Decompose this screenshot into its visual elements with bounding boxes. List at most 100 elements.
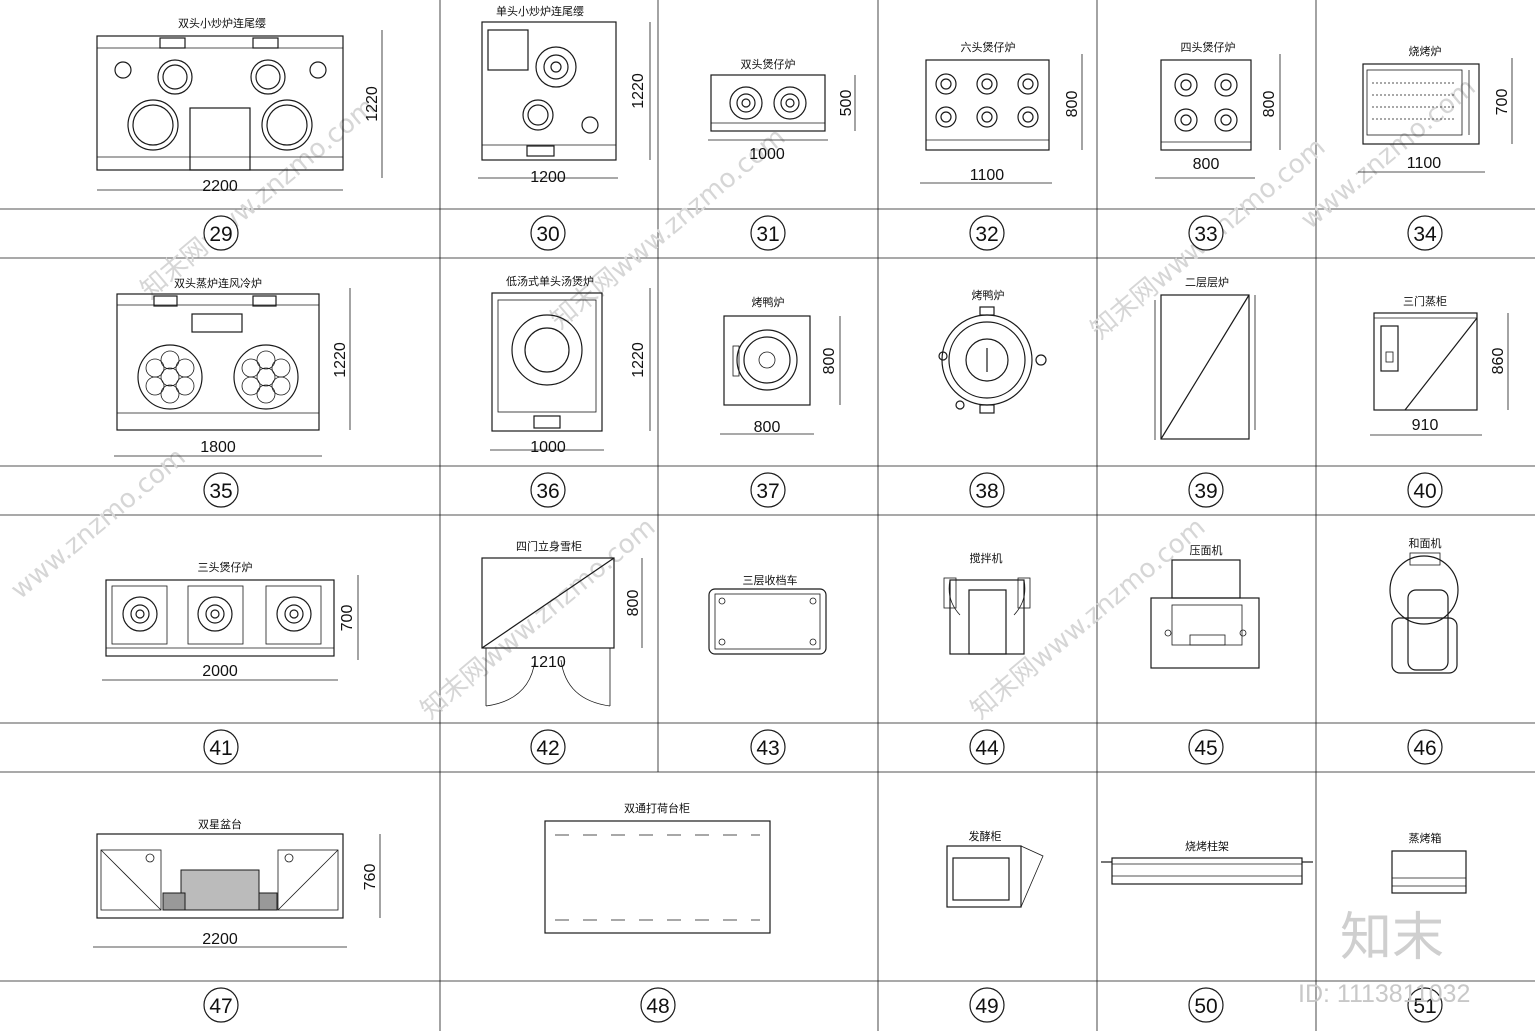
svg-text:35: 35 [209, 480, 232, 503]
item-number-43: 43 [750, 729, 786, 765]
fixture-title: 四头煲仔炉 [1181, 41, 1236, 54]
dim-width: 1210 [530, 654, 566, 671]
dim-height: 860 [1490, 348, 1507, 375]
fixture-31: 双头煲仔炉 1000 500 [708, 58, 856, 163]
fixture-title: 蒸烤箱 [1409, 831, 1442, 845]
dim-width: 2200 [202, 931, 238, 948]
fixture-30: 单头小炒炉连尾缨 1200 1220 [478, 5, 651, 186]
fixture-37: 烤鸭炉 800 800 [720, 295, 841, 436]
dim-width: 2000 [202, 663, 238, 680]
svg-text:45: 45 [1194, 737, 1217, 760]
item-number-38: 38 [969, 472, 1005, 508]
watermark-brand: 知末 [1340, 908, 1444, 968]
fixture-title: 烧烤柱架 [1185, 839, 1229, 853]
dim-height: 800 [821, 348, 838, 375]
item-number-30: 30 [530, 215, 566, 251]
item-number-29: 29 [203, 215, 239, 251]
svg-text:37: 37 [756, 480, 779, 503]
dim-width: 1000 [530, 439, 566, 456]
fixture-48: 双通打荷台柜 [544, 801, 771, 934]
fixture-45: 压面机 [1150, 543, 1260, 669]
item-number-44: 44 [969, 729, 1005, 765]
svg-text:49: 49 [975, 995, 998, 1018]
fixture-title: 压面机 [1190, 543, 1223, 557]
dim-width: 1200 [530, 169, 566, 186]
fixture-title: 二层层炉 [1185, 276, 1229, 289]
item-number-35: 35 [203, 472, 239, 508]
svg-text:44: 44 [975, 737, 999, 760]
fixture-title: 低汤式单头汤煲炉 [506, 274, 594, 288]
svg-text:31: 31 [756, 223, 779, 246]
dim-width: 2200 [202, 178, 238, 195]
fixture-title: 三门蒸柜 [1403, 294, 1447, 308]
item-number-33: 33 [1188, 215, 1224, 251]
fixture-title: 双头蒸炉连风冷炉 [174, 277, 262, 290]
item-number-32: 32 [969, 215, 1005, 251]
svg-text:39: 39 [1194, 480, 1217, 503]
svg-text:30: 30 [536, 223, 559, 246]
fixture-51: 蒸烤箱 [1391, 831, 1467, 894]
fixture-34: 烧烤炉 1100 700 [1358, 44, 1513, 173]
item-number-42: 42 [530, 729, 566, 765]
watermark-text: 知末网www.znzmo.com [965, 512, 1211, 725]
svg-text:47: 47 [209, 995, 232, 1018]
fixture-title: 三层收档车 [743, 573, 798, 587]
svg-text:41: 41 [209, 737, 232, 760]
svg-text:42: 42 [536, 737, 559, 760]
fixture-title: 烤鸭炉 [752, 295, 785, 309]
fixture-35: 双头蒸炉连风冷炉 1800 1220 [114, 277, 351, 457]
dim-height: 800 [625, 590, 642, 617]
dim-width: 800 [1193, 156, 1220, 173]
svg-text:40: 40 [1413, 480, 1436, 503]
dim-height: 760 [362, 864, 379, 891]
item-number-47: 47 [203, 987, 239, 1023]
fixture-43: 三层收档车 [708, 573, 827, 655]
fixture-title: 双通打荷台柜 [624, 801, 690, 815]
fixture-41: 三头煲仔炉 2000 700 [102, 561, 359, 681]
item-number-40: 40 [1407, 472, 1443, 508]
fixture-title: 烧烤炉 [1409, 44, 1442, 58]
watermark-site: www.znzmo.com [5, 442, 191, 605]
svg-text:32: 32 [975, 223, 998, 246]
item-number-51: 51 [1407, 987, 1443, 1023]
item-number-48: 48 [640, 987, 676, 1023]
dim-width: 1100 [1407, 155, 1442, 172]
item-number-49: 49 [969, 987, 1005, 1023]
number-circles: 29 30 31 32 33 34 35 36 37 38 39 40 41 4… [203, 215, 1443, 1023]
fixture-36: 低汤式单头汤煲炉 1000 1220 [490, 274, 651, 456]
dim-width: 1800 [200, 439, 236, 456]
fixture-46: 和面机 [1389, 536, 1459, 674]
item-number-31: 31 [750, 215, 786, 251]
fixture-title: 双头小炒炉连尾缨 [178, 17, 266, 30]
svg-text:29: 29 [209, 223, 232, 246]
svg-text:51: 51 [1413, 995, 1436, 1018]
svg-text:48: 48 [646, 995, 669, 1018]
item-number-37: 37 [750, 472, 786, 508]
item-number-46: 46 [1407, 729, 1443, 765]
dim-height: 700 [1494, 89, 1511, 116]
fixture-42: 四门立身雪柜 1210 800 [481, 539, 643, 707]
svg-text:38: 38 [975, 480, 998, 503]
fixture-44: 搅拌机 [943, 551, 1031, 655]
fixture-39: 二层层炉 [1154, 276, 1256, 440]
item-number-45: 45 [1188, 729, 1224, 765]
svg-text:46: 46 [1413, 737, 1436, 760]
fixture-title: 发酵柜 [969, 829, 1002, 843]
fixture-title: 双头煲仔炉 [741, 58, 796, 71]
fixture-title: 搅拌机 [970, 551, 1003, 565]
svg-text:36: 36 [536, 480, 559, 503]
item-number-39: 39 [1188, 472, 1224, 508]
dim-width: 800 [754, 419, 781, 436]
fixture-33: 四头煲仔炉 800 800 [1155, 41, 1281, 179]
item-number-41: 41 [203, 729, 239, 765]
fixture-title: 和面机 [1409, 536, 1442, 550]
svg-text:43: 43 [756, 737, 779, 760]
dim-height: 1220 [332, 342, 349, 378]
fixture-title: 双星盆台 [198, 817, 242, 831]
svg-text:33: 33 [1194, 223, 1217, 246]
fixture-32: 六头煲仔炉 1100 800 [920, 41, 1083, 184]
fixture-29: 双头小炒炉连尾缨 2200 1220 [96, 17, 383, 195]
dim-height: 1220 [630, 342, 647, 378]
fixture-49: 发酵柜 [946, 829, 1044, 908]
